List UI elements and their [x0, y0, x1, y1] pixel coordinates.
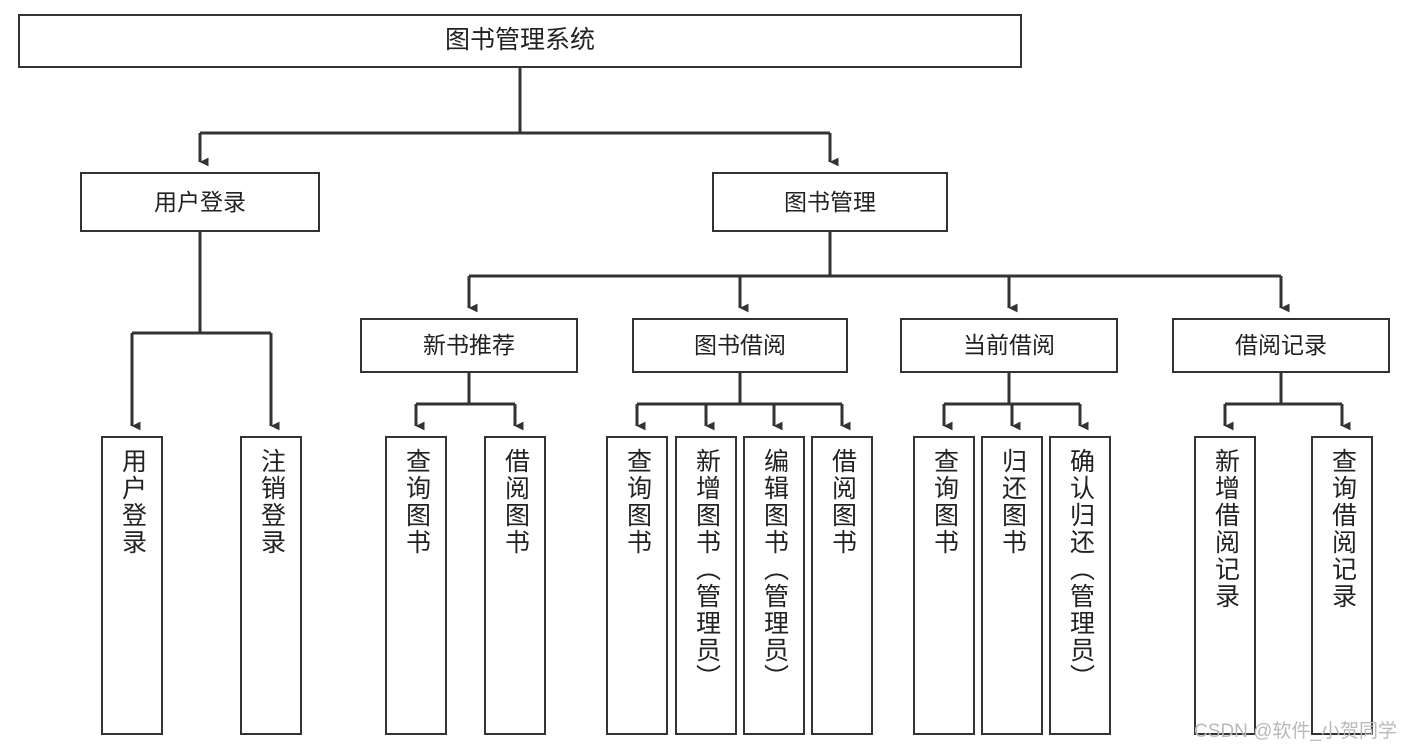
- node-leaf-query-record-label: 查询借阅记录: [1328, 448, 1357, 610]
- node-leaf-return-book-label: 归还图书: [998, 448, 1027, 556]
- node-leaf-add-book[interactable]: 新增图书（管理员）: [675, 436, 737, 735]
- node-book-borrow[interactable]: 图书借阅: [632, 318, 848, 373]
- node-leaf-query-record[interactable]: 查询借阅记录: [1311, 436, 1373, 735]
- node-leaf-borrow-book-2[interactable]: 借阅图书: [811, 436, 873, 735]
- node-current-borrow[interactable]: 当前借阅: [900, 318, 1118, 373]
- node-leaf-return-book[interactable]: 归还图书: [981, 436, 1043, 735]
- node-leaf-edit-book-label: 编辑图书（管理员）: [760, 448, 789, 691]
- node-leaf-user-logout[interactable]: 注销登录: [240, 436, 302, 735]
- node-leaf-query-book-1-label: 查询图书: [402, 448, 431, 556]
- node-leaf-query-book-3[interactable]: 查询图书: [913, 436, 975, 735]
- node-book-borrow-label: 图书借阅: [694, 332, 786, 359]
- node-leaf-add-book-label: 新增图书（管理员）: [692, 448, 721, 691]
- node-book-manage[interactable]: 图书管理: [712, 172, 948, 232]
- node-book-manage-label: 图书管理: [784, 188, 876, 215]
- node-borrow-record[interactable]: 借阅记录: [1172, 318, 1390, 373]
- node-leaf-add-record-label: 新增借阅记录: [1211, 448, 1240, 610]
- node-leaf-query-book-1[interactable]: 查询图书: [385, 436, 447, 735]
- node-leaf-confirm-return[interactable]: 确认归还（管理员）: [1049, 436, 1111, 735]
- node-user-login-label: 用户登录: [154, 188, 246, 215]
- node-leaf-borrow-book-2-label: 借阅图书: [828, 448, 857, 556]
- node-leaf-query-book-2-label: 查询图书: [623, 448, 652, 556]
- node-leaf-edit-book[interactable]: 编辑图书（管理员）: [743, 436, 805, 735]
- node-leaf-confirm-return-label: 确认归还（管理员）: [1066, 448, 1095, 691]
- node-leaf-user-logout-label: 注销登录: [257, 448, 286, 556]
- node-leaf-user-login[interactable]: 用户登录: [101, 436, 163, 735]
- node-leaf-query-book-2[interactable]: 查询图书: [606, 436, 668, 735]
- node-leaf-borrow-book-1[interactable]: 借阅图书: [484, 436, 546, 735]
- node-leaf-add-record[interactable]: 新增借阅记录: [1194, 436, 1256, 735]
- watermark: CSDN @软件_小贺同学: [1194, 721, 1397, 742]
- node-user-login[interactable]: 用户登录: [80, 172, 320, 232]
- node-new-book-recommend[interactable]: 新书推荐: [360, 318, 578, 373]
- node-leaf-borrow-book-1-label: 借阅图书: [501, 448, 530, 556]
- node-new-book-recommend-label: 新书推荐: [423, 332, 515, 359]
- node-borrow-record-label: 借阅记录: [1235, 332, 1327, 359]
- node-root[interactable]: 图书管理系统: [18, 14, 1022, 68]
- node-current-borrow-label: 当前借阅: [963, 332, 1055, 359]
- node-root-label: 图书管理系统: [444, 26, 595, 55]
- node-leaf-user-login-label: 用户登录: [118, 448, 147, 556]
- node-leaf-query-book-3-label: 查询图书: [930, 448, 959, 556]
